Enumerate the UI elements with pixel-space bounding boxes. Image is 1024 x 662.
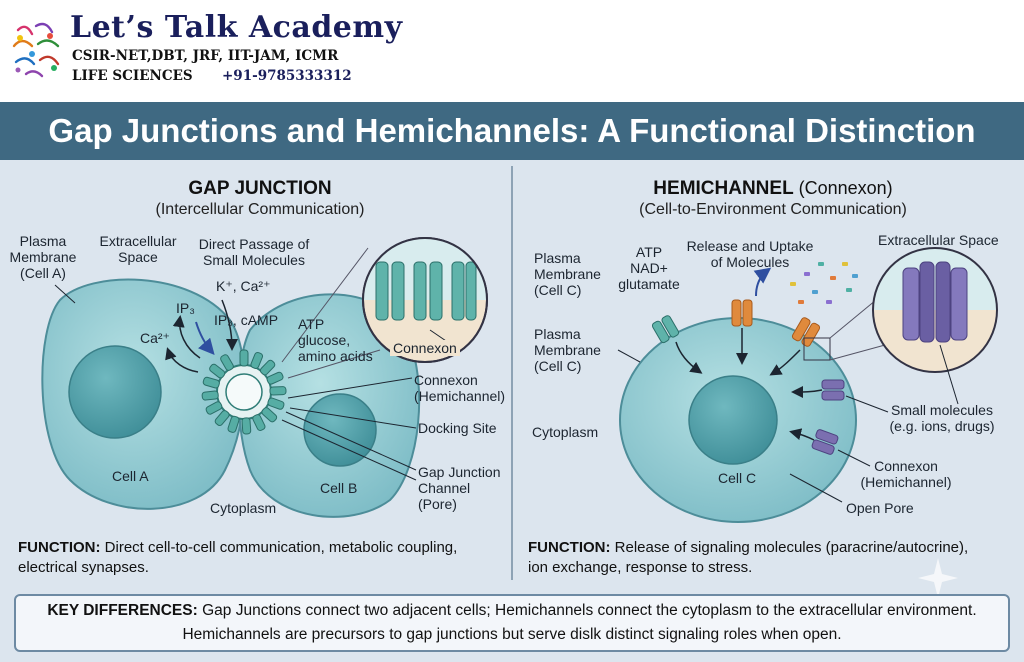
label-plasma-membrane-c-top: Plasma Membrane (Cell C) — [534, 250, 601, 298]
label-plasma-membrane-a: Plasma Membrane (Cell A) — [9, 233, 77, 281]
hemichannel-function-line1: FUNCTION: Release of signaling molecules… — [528, 539, 969, 556]
cell-b-nucleus — [303, 393, 377, 467]
label-docking-site: Docking Site — [418, 420, 497, 436]
key-differences-line2: Hemichannels are precursors to gap junct… — [182, 626, 842, 643]
academy-phone: +91-9785333312 — [222, 68, 352, 84]
connexon-zoom-circle — [281, 237, 488, 379]
released-molecules — [790, 262, 858, 304]
gap-junction-subheading: (Intercellular Communication) — [155, 201, 365, 218]
label-small-molecules: Small molecules (e.g. ions, drugs) — [889, 402, 995, 434]
hemichannel-heading: HEMICHANNEL (Connexon) — [653, 178, 893, 199]
hemichannel-function-line2: ion exchange, response to stress. — [528, 559, 753, 576]
label-connexon-zoom: Connexon — [390, 340, 460, 356]
label-k-ca: K⁺, Ca²⁺ — [216, 278, 271, 294]
academy-subject: LIFE SCIENCES — [72, 68, 193, 84]
hemichannel-purple-2 — [811, 429, 839, 455]
label-open-pore: Open Pore — [846, 500, 914, 516]
gap-junction-function-line1: FUNCTION: Direct cell-to-cell communicat… — [18, 539, 458, 556]
label-release-uptake: Release and Uptake of Molecules — [686, 238, 814, 270]
label-cytoplasm-left: Cytoplasm — [210, 500, 277, 516]
key-differences-box: KEY DIFFERENCES: Gap Junctions connect t… — [14, 594, 1010, 652]
label-ip3-camp: IP₃, cAMP — [214, 312, 279, 328]
key-differences-line1: KEY DIFFERENCES: Gap Junctions connect t… — [47, 602, 977, 619]
label-cytoplasm-right: Cytoplasm — [532, 424, 599, 440]
label-plasma-membrane-c-mid: Plasma Membrane (Cell C) — [534, 326, 601, 374]
label-cell-c: Cell C — [718, 470, 757, 486]
hemichannel-green — [651, 315, 680, 344]
hemichannel-orange-2 — [791, 317, 821, 347]
label-cell-b: Cell B — [320, 480, 358, 496]
cell-a-nucleus — [68, 345, 162, 439]
label-extracellular-space-left: Extracellular Space — [99, 233, 177, 265]
hemichannel-orange-1 — [731, 299, 753, 327]
label-direct-passage: Direct Passage of Small Molecules — [198, 236, 310, 268]
hemichannel-purple-1 — [821, 379, 845, 401]
label-connexon-hemichannel-left: Connexon (Hemichannel) — [414, 372, 506, 404]
logo-header: Let’s Talk Academy CSIR-NET,DBT, JRF, II… — [0, 0, 1024, 100]
label-extracellular-space-right: Extracellular Space — [878, 232, 999, 248]
gap-junction-heading: GAP JUNCTION — [188, 178, 332, 199]
hemichannel-zoom-circle — [803, 247, 998, 373]
academy-name: Let’s Talk Academy — [70, 10, 403, 45]
title-band: Gap Junctions and Hemichannels: A Functi… — [0, 102, 1024, 160]
gap-junction-ring — [201, 349, 287, 435]
label-atp-glucose: ATP glucose, amino acids — [298, 316, 373, 364]
sparkle-icon — [918, 558, 958, 598]
label-atp-nad-glutamate: ATP NAD+ glutamate — [618, 244, 680, 292]
page-title: Gap Junctions and Hemichannels: A Functi… — [48, 112, 976, 149]
academy-logo-icon — [12, 22, 60, 78]
label-ca-left: Ca²⁺ — [140, 330, 170, 346]
cell-c-nucleus — [688, 375, 778, 465]
gap-junction-function-line2: electrical synapses. — [18, 559, 149, 576]
label-ip3-top: IP₃ — [176, 300, 195, 316]
academy-exams: CSIR-NET,DBT, JRF, IIT-JAM, ICMR — [72, 48, 339, 64]
panel-divider — [511, 166, 513, 580]
hemichannel-subheading: (Cell-to-Environment Communication) — [639, 201, 907, 218]
label-gap-junction-channel: Gap Junction Channel (Pore) — [418, 464, 501, 512]
label-connexon-hemichannel-right: Connexon (Hemichannel) — [860, 458, 952, 490]
label-cell-a: Cell A — [112, 468, 149, 484]
